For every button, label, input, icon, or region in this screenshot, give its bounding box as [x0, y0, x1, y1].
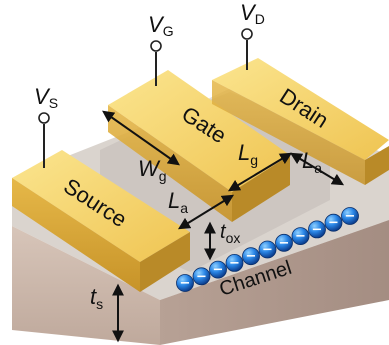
vs-main: V — [34, 84, 51, 109]
electron: − — [258, 240, 277, 259]
electron-sign: − — [229, 256, 240, 271]
dimension-wg: Wg — [102, 110, 180, 184]
vs-sub: S — [49, 95, 58, 111]
tox-main: t — [220, 221, 227, 243]
source-side — [140, 232, 190, 292]
electron-sphere — [225, 253, 244, 272]
electron: − — [225, 253, 244, 272]
substrate-side — [160, 220, 389, 345]
electron: − — [275, 233, 293, 252]
electron: − — [192, 267, 211, 286]
electron: − — [324, 213, 343, 232]
la-right-main: L — [302, 148, 314, 173]
electron-sign: − — [345, 209, 356, 224]
dimension-lg: Lg — [227, 140, 293, 192]
lg-main: L — [238, 140, 250, 165]
vd-sub: D — [255, 11, 265, 27]
electron-sphere — [192, 267, 211, 286]
electron-sphere — [209, 260, 227, 279]
electron-sign: − — [246, 249, 257, 264]
electron-sphere — [341, 207, 359, 225]
svg-text:ts: ts — [90, 284, 103, 312]
vg-main: V — [148, 12, 165, 37]
electron-sphere — [176, 274, 194, 292]
electron-sign: − — [180, 276, 191, 291]
electron-sphere — [291, 227, 310, 246]
svg-text:Lg: Lg — [238, 140, 258, 168]
svg-text:tox: tox — [220, 221, 240, 246]
ts-sub: s — [96, 296, 103, 312]
electron: − — [209, 260, 227, 279]
electron-sign: − — [312, 222, 323, 237]
svg-text:La: La — [168, 188, 188, 216]
terminal-vd: VD — [240, 0, 265, 70]
svg-text:La: La — [302, 148, 322, 176]
electron-sign: − — [279, 236, 290, 251]
electron-sphere — [258, 240, 277, 259]
svg-text:Wg: Wg — [138, 156, 167, 184]
vg-sub: G — [163, 23, 174, 39]
electron-sign: − — [262, 243, 273, 258]
svg-text:VD: VD — [240, 0, 265, 27]
dimension-ts: ts — [90, 283, 124, 343]
electron: − — [176, 274, 194, 292]
electron-sign: − — [213, 263, 224, 278]
vd-main: V — [240, 0, 257, 25]
dimension-tox: tox — [204, 221, 240, 261]
electron: − — [242, 247, 260, 266]
svg-text:VG: VG — [148, 12, 174, 39]
electron-sphere — [308, 220, 326, 239]
dimension-la-left: La — [168, 188, 235, 230]
dimension-la-right: La — [289, 148, 345, 186]
electron-sphere — [324, 213, 343, 232]
wg-main: W — [138, 156, 161, 181]
la-right-sub: a — [314, 160, 322, 176]
electron: − — [291, 227, 310, 246]
electron-sign: − — [196, 269, 207, 284]
electron-sign: − — [328, 216, 339, 231]
electron-sphere — [242, 247, 260, 266]
channel-charges: −−−−−−−−−−− — [176, 207, 359, 292]
lg-sub: g — [250, 152, 258, 168]
electron-sphere — [275, 233, 293, 252]
electron: − — [308, 220, 326, 239]
source-front — [12, 178, 140, 292]
la-left-main: L — [168, 188, 180, 213]
drain-top — [212, 58, 389, 160]
svg-text:VS: VS — [34, 84, 58, 111]
electron-sign: − — [295, 229, 306, 244]
la-left-sub: a — [180, 200, 188, 216]
ts-main: t — [90, 284, 97, 309]
drain-side — [365, 146, 389, 185]
tox-sub: ox — [226, 230, 241, 246]
source-electrode: Source — [12, 150, 190, 292]
terminal-vs: VS — [34, 84, 58, 168]
electron: − — [341, 207, 359, 225]
wg-sub: g — [159, 168, 167, 184]
source-top — [12, 150, 190, 262]
terminal-vg: VG — [148, 12, 174, 86]
